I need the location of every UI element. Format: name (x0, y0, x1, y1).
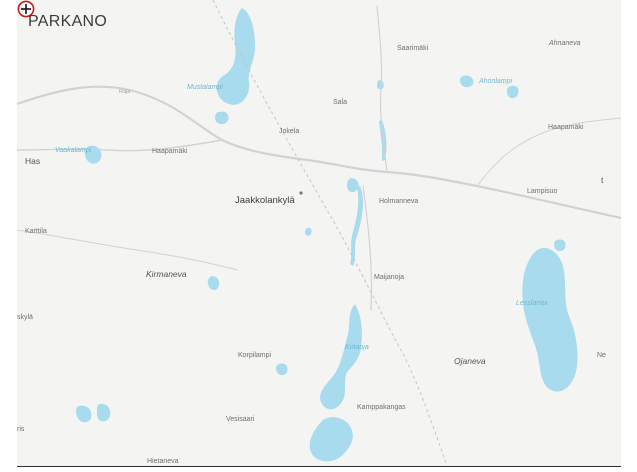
lake-north (216, 8, 256, 105)
label-sala: Sala (333, 99, 348, 106)
label-jaakkolankyla: Jaakkolankylä (235, 195, 295, 206)
crosshair-location-icon[interactable] (17, 0, 35, 18)
label-ne: Ne (597, 352, 606, 359)
label-ojaneva: Ojaneva (454, 356, 486, 366)
pond-nw-small (459, 75, 474, 87)
lake-south (309, 417, 353, 462)
lake-north-small (215, 111, 229, 125)
stream-centre (350, 186, 364, 266)
label-skyla: skylä (17, 314, 33, 321)
map-title: PARKANO (28, 13, 108, 30)
label-t: t (601, 175, 604, 185)
pond-sw-b (97, 403, 111, 422)
label-vaakalampi: Vaakalampi (55, 147, 92, 154)
pond-northcentre (347, 178, 359, 193)
label-karttila: Karttila (25, 228, 47, 235)
label-saarimaki: Saarimäki (397, 45, 429, 52)
label-jokela: Jokela (279, 128, 300, 135)
pond-jaakkola (305, 227, 312, 236)
map-bottom-rule (17, 466, 621, 467)
pond-n-tiny (377, 80, 384, 90)
label-kirmaneva: Kirmaneva (146, 269, 187, 279)
pond-korpilampi (275, 363, 288, 375)
label-lampisuo: Lampisuo (527, 188, 558, 195)
label-vesisaari: Vesisaari (226, 416, 255, 423)
land-area (17, 0, 621, 466)
lake-centre (320, 304, 362, 410)
lake-east (522, 247, 578, 392)
label-raja: Raja (119, 89, 131, 95)
road-centre-south (362, 185, 373, 311)
pond-east-north (553, 239, 566, 251)
road-layer (17, 5, 621, 311)
pond-sw-a (75, 405, 92, 423)
label-ris: ris (17, 426, 25, 433)
road-north (376, 5, 388, 173)
water-layer (75, 8, 578, 462)
jaakkola-dot (299, 191, 303, 195)
road-west (17, 139, 223, 152)
road-main (17, 85, 621, 220)
label-ahnaneva: Ahnaneva (549, 40, 581, 47)
label-holmanneva: Holmanneva (379, 198, 419, 205)
pond-ne-small (507, 85, 519, 99)
railway-line (212, 0, 448, 466)
label-has: Has (25, 156, 41, 166)
label-korpilampi: Korpilampi (238, 352, 272, 359)
label-lesslampi: Lesslampi (516, 300, 548, 307)
label-haapamaki-east: Haapamäki (548, 124, 584, 131)
pond-kirmaneva (207, 276, 220, 291)
road-east (476, 117, 621, 187)
map-layers (17, 0, 621, 466)
label-kamppakangas: Kamppakangas (357, 404, 406, 411)
label-maijanoja: Maijanoja (374, 274, 404, 281)
label-ahonlampi: Ahonlampi (479, 78, 513, 85)
label-haapamaki: Haapamäki (152, 148, 188, 155)
label-kotaoja: Kotaoja (345, 344, 369, 351)
label-hietaneva: Hietaneva (147, 458, 179, 465)
road-southwest (17, 229, 238, 271)
label-mustalampi: Mustalampi (187, 84, 223, 91)
map-canvas[interactable]: Jaakkolankylä Kirmaneva Haapamäki Saarim… (17, 0, 621, 466)
